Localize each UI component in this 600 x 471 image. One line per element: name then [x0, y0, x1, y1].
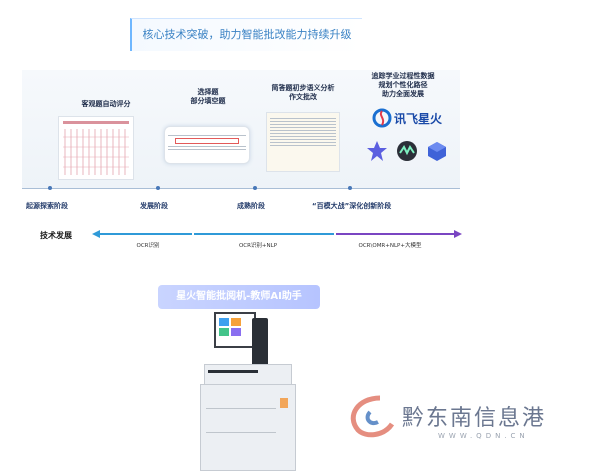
- cube-app-icon: [428, 142, 446, 161]
- scanner-top: [204, 364, 292, 386]
- milestone-dot: [348, 186, 352, 190]
- status-light: [280, 398, 288, 408]
- grading-machine: [196, 312, 306, 471]
- stage-4-title-line2: 规划个性化路径: [378, 81, 428, 89]
- stage-3-title: 简答题初步语义分析 作文批改: [258, 84, 348, 102]
- machine-arm: [252, 318, 268, 368]
- phase-label-1: OCR识别: [136, 243, 160, 249]
- watermark-url: WWW.QDN.CN: [438, 432, 529, 440]
- xunfei-logo: 讯飞星火: [372, 108, 462, 130]
- watermark-logo-icon: [350, 395, 395, 438]
- milestone-dot: [253, 186, 257, 190]
- tech-development-label: 技术发展: [40, 231, 72, 240]
- product-title-pill: 星火智能批阅机-教师AI助手: [158, 285, 320, 309]
- stage-2-title-line1: 选择题: [197, 88, 219, 96]
- stage-2-title-line2: 部分填空题: [190, 97, 226, 105]
- phase-arrow-2: [194, 233, 334, 235]
- milestone-label-2: 发展阶段: [140, 202, 168, 210]
- fill-blank-thumbnail: [164, 126, 250, 164]
- stage-1-title: 客观题自动评分: [81, 100, 131, 108]
- screen-tile: [219, 328, 229, 336]
- stage-2-title: 选择题 部分填空题: [168, 88, 248, 106]
- paper-slot: [208, 370, 258, 373]
- screen-tile: [231, 328, 241, 336]
- arrow-left-icon: [92, 230, 100, 238]
- screen-tile: [231, 318, 241, 326]
- stage-4-title: 追踪学业过程性数据 规划个性化路径 助力全面发展: [358, 72, 448, 99]
- milestone-label-3: 成熟阶段: [237, 202, 265, 210]
- milestone-label-4: “百模大战”深化创新阶段: [312, 202, 392, 210]
- stage-4-title-line3: 助力全面发展: [382, 90, 424, 98]
- answer-sheet-graphic: [63, 121, 129, 175]
- screen-tile: [219, 318, 229, 326]
- milestone-label-1: 起源探索阶段: [26, 202, 68, 210]
- star-app-icon: [367, 141, 387, 161]
- milestone-dot: [48, 186, 52, 190]
- milestone-dot: [156, 186, 160, 190]
- arrow-right-icon: [454, 230, 462, 238]
- stage-3-title-line1: 简答题初步语义分析: [271, 84, 335, 92]
- stage-3-title-line2: 作文批改: [289, 93, 317, 101]
- spark-logo-icon: [372, 108, 392, 128]
- stage-4-title-line1: 追踪学业过程性数据: [371, 72, 435, 80]
- watermark-site-name: 黔东南信息港: [402, 406, 547, 431]
- phase-label-3: OCR\OMR+NLP+大模型: [358, 243, 422, 249]
- answer-sheet-thumbnail: [58, 116, 134, 180]
- essay-thumbnail: [266, 112, 340, 172]
- phase-arrow-1: [96, 233, 192, 235]
- drawer-line: [206, 432, 276, 433]
- timeline-track: [22, 188, 460, 189]
- phase-arrow-3: [336, 233, 458, 235]
- drawer-line: [206, 408, 276, 409]
- machine-screen: [214, 312, 256, 348]
- phase-label-2: OCR识别+NLP: [238, 243, 278, 249]
- wave-app-icon: [397, 141, 417, 161]
- brand-logo-text: 讯飞星火: [394, 112, 443, 126]
- headline-banner: 核心技术突破，助力智能批改能力持续升级: [130, 18, 362, 51]
